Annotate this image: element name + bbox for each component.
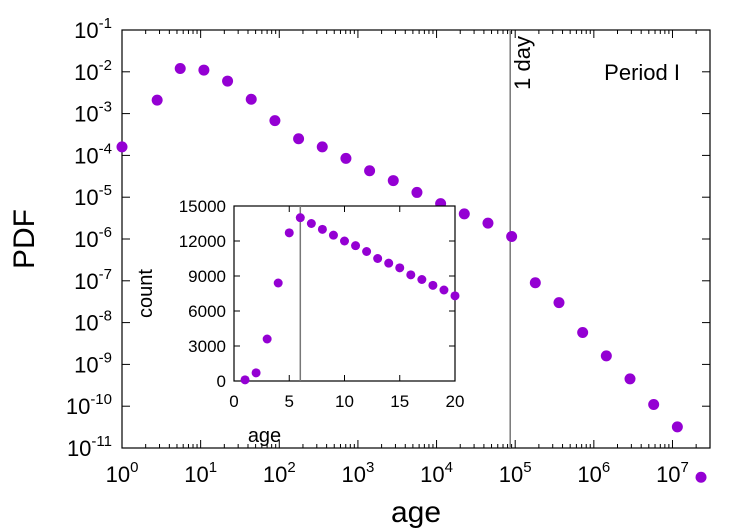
inset-data-point: [395, 263, 405, 273]
data-point: [116, 141, 128, 153]
y-tick-label: 10-2: [74, 57, 112, 85]
y-tick-label: 10-4: [74, 140, 112, 168]
data-point: [482, 217, 494, 229]
inset-y-tick-label: 0: [217, 372, 226, 391]
data-point: [458, 208, 470, 220]
inset-data-point: [406, 270, 416, 280]
data-point: [387, 175, 399, 187]
data-point: [695, 471, 707, 483]
data-point: [151, 94, 163, 106]
data-point: [293, 133, 305, 145]
inset-data-point: [295, 213, 305, 223]
inset-data-point: [362, 247, 372, 256]
inset-x-tick-label: 0: [229, 392, 238, 411]
inset-data-point: [428, 280, 438, 290]
inset-data-point: [262, 334, 272, 344]
inset-data-point: [450, 291, 460, 301]
data-point: [411, 186, 423, 198]
inset-data-point: [351, 241, 361, 251]
data-point: [577, 326, 589, 338]
data-point: [529, 277, 541, 289]
x-tick-label: 100: [106, 459, 139, 487]
y-tick-label: 10-9: [74, 349, 112, 377]
data-point: [174, 62, 186, 74]
inset-x-tick-label: 15: [390, 392, 409, 411]
inset-data-point: [328, 230, 338, 240]
y-axis-title: PDF: [8, 209, 41, 269]
inset-y-tick-label: 12000: [179, 232, 226, 251]
period-annotation: Period I: [604, 60, 680, 85]
inset-data-point: [273, 278, 283, 288]
main-plot: 10-1110-1010-910-810-710-610-510-410-310…: [8, 15, 711, 529]
inset-x-tick-label: 20: [446, 392, 465, 411]
x-tick-label: 103: [342, 459, 375, 487]
inset-data-point: [251, 368, 261, 378]
x-tick-label: 107: [656, 459, 689, 487]
inset-data-point: [384, 258, 394, 268]
data-point: [553, 297, 565, 309]
inset-data-point: [373, 254, 383, 263]
y-tick-label: 10-7: [74, 266, 112, 294]
inset-y-tick-label: 6000: [188, 302, 226, 321]
inset-x-tick-label: 10: [335, 392, 354, 411]
y-tick-label: 10-10: [66, 391, 112, 419]
data-point: [222, 75, 234, 87]
data-point: [506, 230, 518, 242]
inset-data-point: [340, 236, 349, 246]
inset-data-point: [306, 219, 316, 228]
y-tick-label: 10-8: [74, 308, 112, 336]
data-point: [269, 115, 281, 127]
inset-y-tick-label: 15000: [179, 197, 226, 216]
inset-y-tick-label: 3000: [188, 337, 226, 356]
y-tick-label: 10-1: [74, 15, 112, 43]
y-tick-label: 10-3: [74, 99, 112, 127]
inset-y-tick-label: 9000: [188, 267, 226, 286]
data-point: [245, 93, 257, 105]
x-tick-label: 101: [184, 459, 217, 487]
inset-data-point: [417, 275, 427, 284]
one-day-label: 1 day: [510, 36, 535, 90]
data-point: [340, 152, 352, 164]
data-point: [600, 350, 612, 362]
x-tick-label: 105: [499, 459, 532, 487]
inset-x-axis-title: age: [248, 425, 281, 447]
x-tick-label: 102: [263, 459, 296, 487]
data-point: [624, 373, 636, 385]
inset-frame: [233, 205, 456, 382]
data-point: [198, 64, 210, 76]
data-point: [671, 421, 683, 433]
inset-data-point: [284, 228, 294, 238]
inset-data-point: [317, 224, 327, 234]
y-tick-label: 10-11: [67, 433, 112, 461]
x-tick-label: 104: [420, 459, 453, 487]
data-point: [648, 398, 660, 410]
x-tick-label: 106: [577, 459, 610, 487]
inset-y-axis-title: count: [135, 269, 157, 318]
x-axis-title: age: [391, 496, 441, 529]
y-tick-label: 10-6: [74, 224, 112, 252]
inset-data-point: [439, 285, 449, 295]
data-point: [316, 141, 328, 153]
inset-x-tick-label: 5: [285, 392, 294, 411]
data-point: [364, 165, 376, 177]
inset-data-point: [240, 375, 250, 385]
y-tick-label: 10-5: [74, 182, 112, 210]
inset-plot: 0 3000 6000 9000 12000 15000 0 5 10 15 20 age count: [135, 197, 464, 447]
